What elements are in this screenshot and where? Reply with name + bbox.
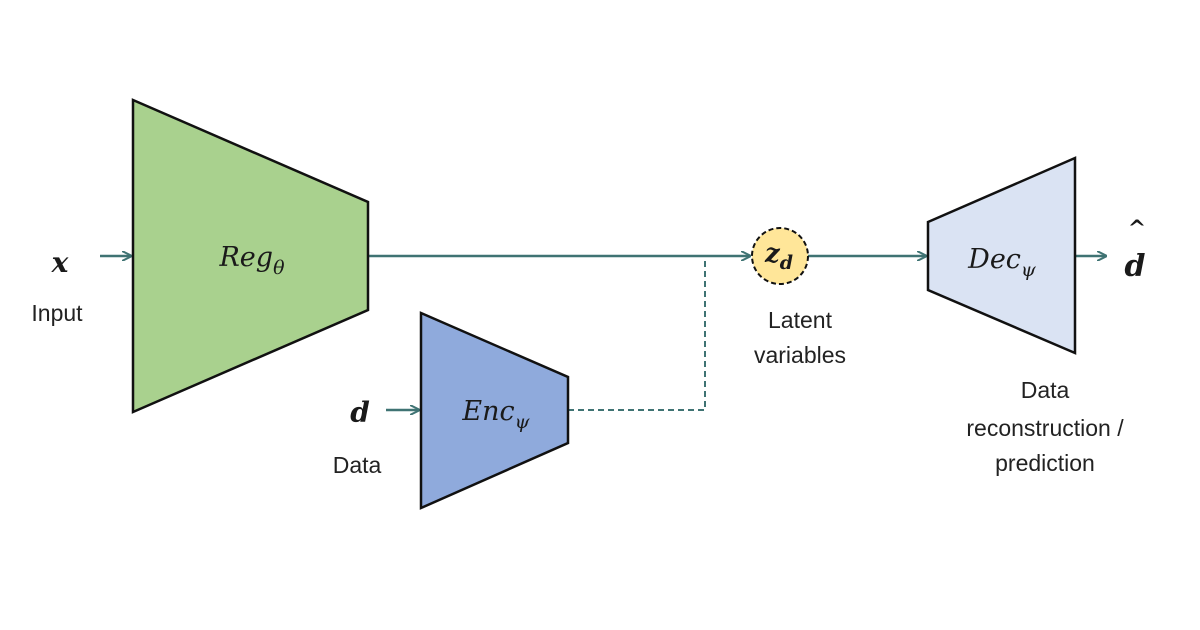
output-label-line1: Data [1021,377,1070,403]
data-symbol: d [350,396,370,429]
regressor-label: Regθ [218,242,285,279]
output-label-line2: reconstruction / [966,415,1124,441]
output-label-line3: prediction [995,450,1095,476]
decoder-block [926,156,1077,355]
latent-label-line1: Latent [768,307,833,333]
regressor-block [131,98,370,414]
encoder-dashed-connector [568,256,706,411]
output-hat: ^ [1128,216,1146,242]
latent-symbol: zd [764,239,793,274]
input-label: Input [31,300,83,326]
output-symbol: d [1125,249,1146,284]
encoder-block [419,311,570,510]
encoder-label: Encψ [461,396,530,433]
latent-node [751,227,809,285]
input-symbol: x [51,246,69,279]
latent-label-line2: variables [754,342,846,368]
data-label: Data [333,452,382,478]
decoder-label: Decψ [967,244,1037,281]
